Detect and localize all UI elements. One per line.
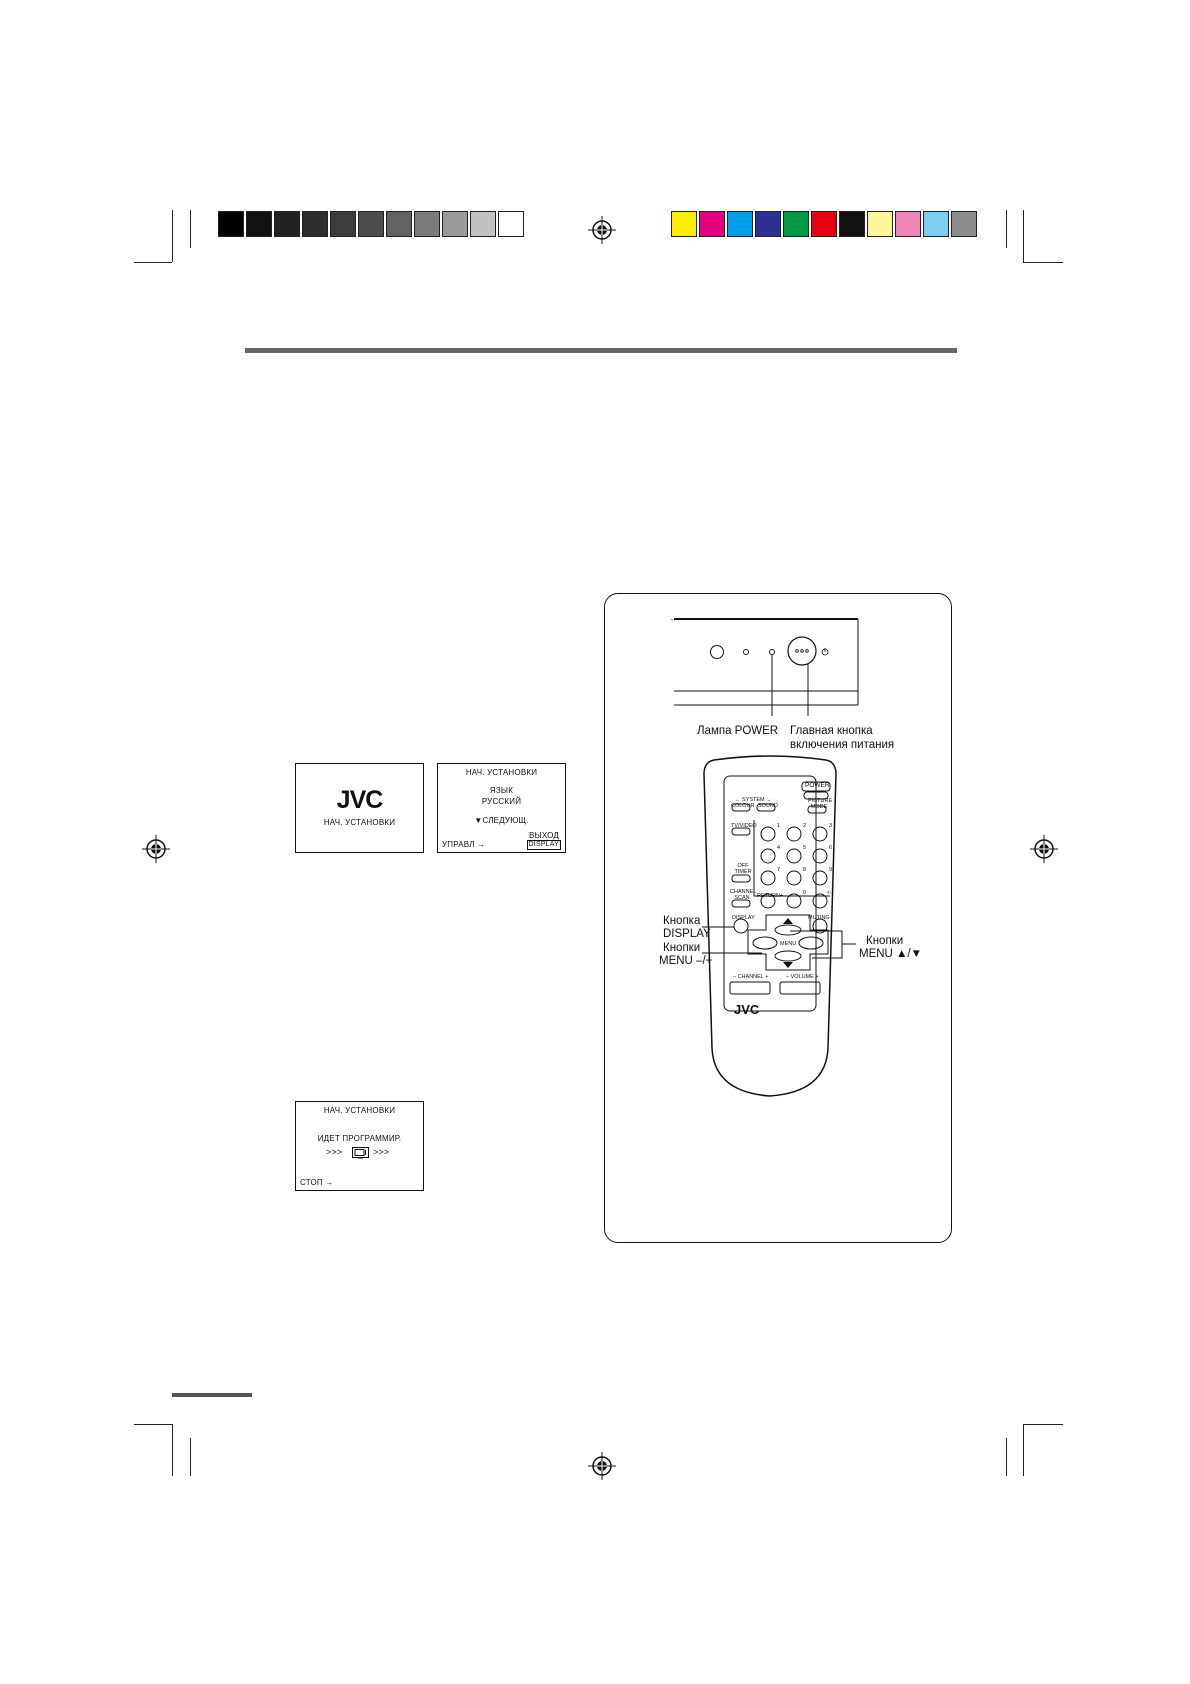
callout-menu-pm-1: Кнопки xyxy=(663,942,701,954)
tv-front-panel xyxy=(671,618,859,716)
programming-status: ИДЕТ ПРОГРАММИР. xyxy=(317,1134,402,1143)
remote-tv-video-label: TV/VIDEO xyxy=(731,823,757,829)
screen-caption: НАЧ. УСТАНОВКИ xyxy=(323,818,396,827)
main-power-button-icon xyxy=(787,636,817,666)
display-key-label: DISPLAY xyxy=(526,840,561,850)
next-label: ▼СЛЕДУЮЩ. xyxy=(474,816,529,825)
tv-icon xyxy=(352,1147,369,1159)
callout-menu-pm-2: MENU –/+ xyxy=(659,955,713,967)
stop-label: СТОП → xyxy=(300,1178,334,1187)
color-swatch xyxy=(811,211,837,237)
remote-colour-label: COLOUR xyxy=(731,803,755,809)
remote-key-1: 1 xyxy=(777,823,781,829)
color-swatch xyxy=(498,211,524,237)
screen-title: НАЧ. УСТАНОВКИ xyxy=(465,768,538,777)
remote-key-3: 3 xyxy=(829,823,833,829)
callout-power-lamp: Лампа POWER xyxy=(697,725,779,737)
color-swatch xyxy=(923,211,949,237)
color-swatch xyxy=(867,211,893,237)
remote-return-label: RETURN+ xyxy=(757,893,784,899)
color-swatch xyxy=(951,211,977,237)
callout-menu-ud-2: MENU ▲/▼ xyxy=(859,948,923,960)
registration-mark-left-icon xyxy=(142,835,170,863)
screen-programming: НАЧ. УСТАНОВКИ ИДЕТ ПРОГРАММИР. >>> >>> … xyxy=(295,1101,424,1191)
sensor-icon xyxy=(710,645,724,659)
callout-main-power-1: Главная кнопка xyxy=(790,725,873,737)
indicator-icon xyxy=(743,649,749,655)
remote-key-5: 5 xyxy=(803,845,807,851)
callout-main-power-2: включения питания xyxy=(790,739,895,751)
language-label: ЯЗЫК xyxy=(489,786,514,795)
color-swatch xyxy=(727,211,753,237)
footer-rule xyxy=(172,1393,252,1397)
color-swatch xyxy=(755,211,781,237)
remote-picture-mode-label: PICTURE MODE xyxy=(808,798,833,810)
color-swatch xyxy=(783,211,809,237)
remote-key-dash: -/-- xyxy=(826,890,834,896)
exit-label: ВЫХОД xyxy=(529,831,559,840)
power-lamp-icon xyxy=(769,649,775,655)
registration-mark-bottom-icon xyxy=(588,1452,616,1480)
remote-off-timer-label: OFF TIMER xyxy=(734,863,752,875)
color-swatch xyxy=(330,211,356,237)
remote-muting-label: MUTING xyxy=(808,915,830,921)
color-swatch xyxy=(442,211,468,237)
registration-mark-top-icon xyxy=(588,216,616,244)
control-label: УПРАВЛ → xyxy=(442,840,486,849)
color-swatch xyxy=(699,211,725,237)
color-swatch xyxy=(246,211,272,237)
remote-channel-label: – CHANNEL + xyxy=(733,974,769,980)
remote-key-7: 7 xyxy=(777,867,781,873)
screen-logo: JVC НАЧ. УСТАНОВКИ xyxy=(295,763,424,853)
color-swatch xyxy=(386,211,412,237)
color-swatch xyxy=(274,211,300,237)
color-swatch xyxy=(470,211,496,237)
color-swatch xyxy=(839,211,865,237)
remote-channel-scan-label: CHANNEL SCAN xyxy=(730,889,757,901)
color-swatch xyxy=(302,211,328,237)
remote-key-2: 2 xyxy=(803,823,807,829)
remote-control xyxy=(703,755,837,1097)
remote-jvc-logo: JVC xyxy=(734,1002,760,1017)
callout-menu-ud-1: Кнопки xyxy=(866,935,904,947)
color-swatch xyxy=(358,211,384,237)
remote-key-4: 4 xyxy=(777,845,781,851)
color-swatch xyxy=(671,211,697,237)
callout-display-2: DISPLAY xyxy=(663,928,711,940)
figure-panel xyxy=(604,593,952,1243)
remote-display-label: DISPLAY xyxy=(732,915,755,921)
color-swatch xyxy=(218,211,244,237)
remote-key-0: 0 xyxy=(803,890,807,896)
remote-key-6: 6 xyxy=(829,845,833,851)
remote-sound-label: SOUND xyxy=(758,803,778,809)
remote-key-8: 8 xyxy=(803,867,807,873)
screen-language: НАЧ. УСТАНОВКИ ЯЗЫК РУССКИЙ ▼СЛЕДУЮЩ. ВЫ… xyxy=(437,763,566,853)
screen-title: НАЧ. УСТАНОВКИ xyxy=(323,1106,396,1115)
color-swatch xyxy=(895,211,921,237)
remote-menu-label: MENU xyxy=(780,941,797,947)
header-rule xyxy=(245,348,957,353)
remote-volume-label: – VOLUME + xyxy=(786,974,819,980)
language-value: РУССКИЙ xyxy=(481,797,522,806)
callout-lines xyxy=(702,926,856,959)
remote-power-label: POWER xyxy=(805,782,830,789)
jvc-logo: JVC xyxy=(336,786,384,814)
arrows-left: >>> xyxy=(326,1147,343,1157)
remote-system-label: ← SYSTEM → xyxy=(735,797,772,803)
remote-key-9: 9 xyxy=(829,867,833,873)
arrows-right: >>> xyxy=(373,1147,390,1157)
callout-display-1: Кнопка xyxy=(663,915,701,927)
color-swatch xyxy=(414,211,440,237)
registration-mark-right-icon xyxy=(1030,835,1058,863)
